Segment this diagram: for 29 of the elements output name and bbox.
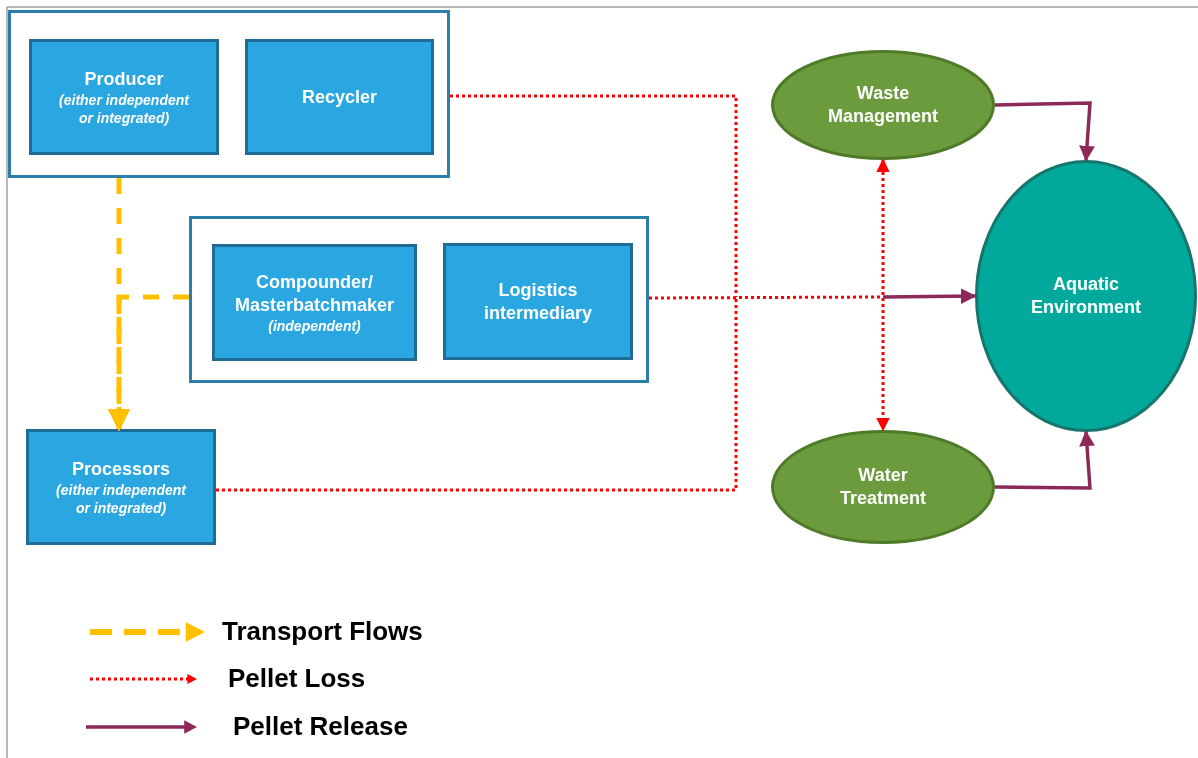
node-title: Producer	[83, 67, 165, 91]
legend-label: Transport Flows	[222, 616, 423, 647]
node-note: (independent)	[267, 316, 362, 335]
process-box	[29, 39, 219, 155]
process-box	[26, 429, 216, 545]
group-box	[189, 216, 649, 383]
node-title: Processors	[70, 457, 172, 481]
process-ellipse	[771, 430, 995, 544]
legend-label: Pellet Release	[233, 711, 408, 742]
dashed-arrow	[107, 294, 189, 432]
node-title: Aquatic Environment	[1030, 273, 1142, 319]
node-title: Compounder/ Masterbatchmaker	[233, 270, 396, 317]
node-title: Water Treatment	[839, 464, 927, 510]
legend-label: Pellet Loss	[228, 663, 366, 694]
group-box	[8, 10, 450, 178]
node-note: (either independent or integrated)	[55, 480, 188, 517]
arrow	[994, 101, 1095, 162]
node-title: Logistics intermediary	[482, 278, 593, 325]
process-ellipse	[771, 50, 995, 160]
environment-ellipse	[975, 160, 1197, 432]
process-box	[443, 243, 633, 360]
node-title: Recycler	[300, 85, 379, 109]
process-box	[245, 39, 434, 155]
node-note: (either independent or integrated)	[58, 90, 191, 127]
arrow	[883, 288, 977, 305]
process-box	[212, 244, 417, 361]
node-title: Waste Management	[827, 82, 939, 128]
arrow	[995, 430, 1095, 490]
dashed-arrow	[876, 158, 890, 432]
